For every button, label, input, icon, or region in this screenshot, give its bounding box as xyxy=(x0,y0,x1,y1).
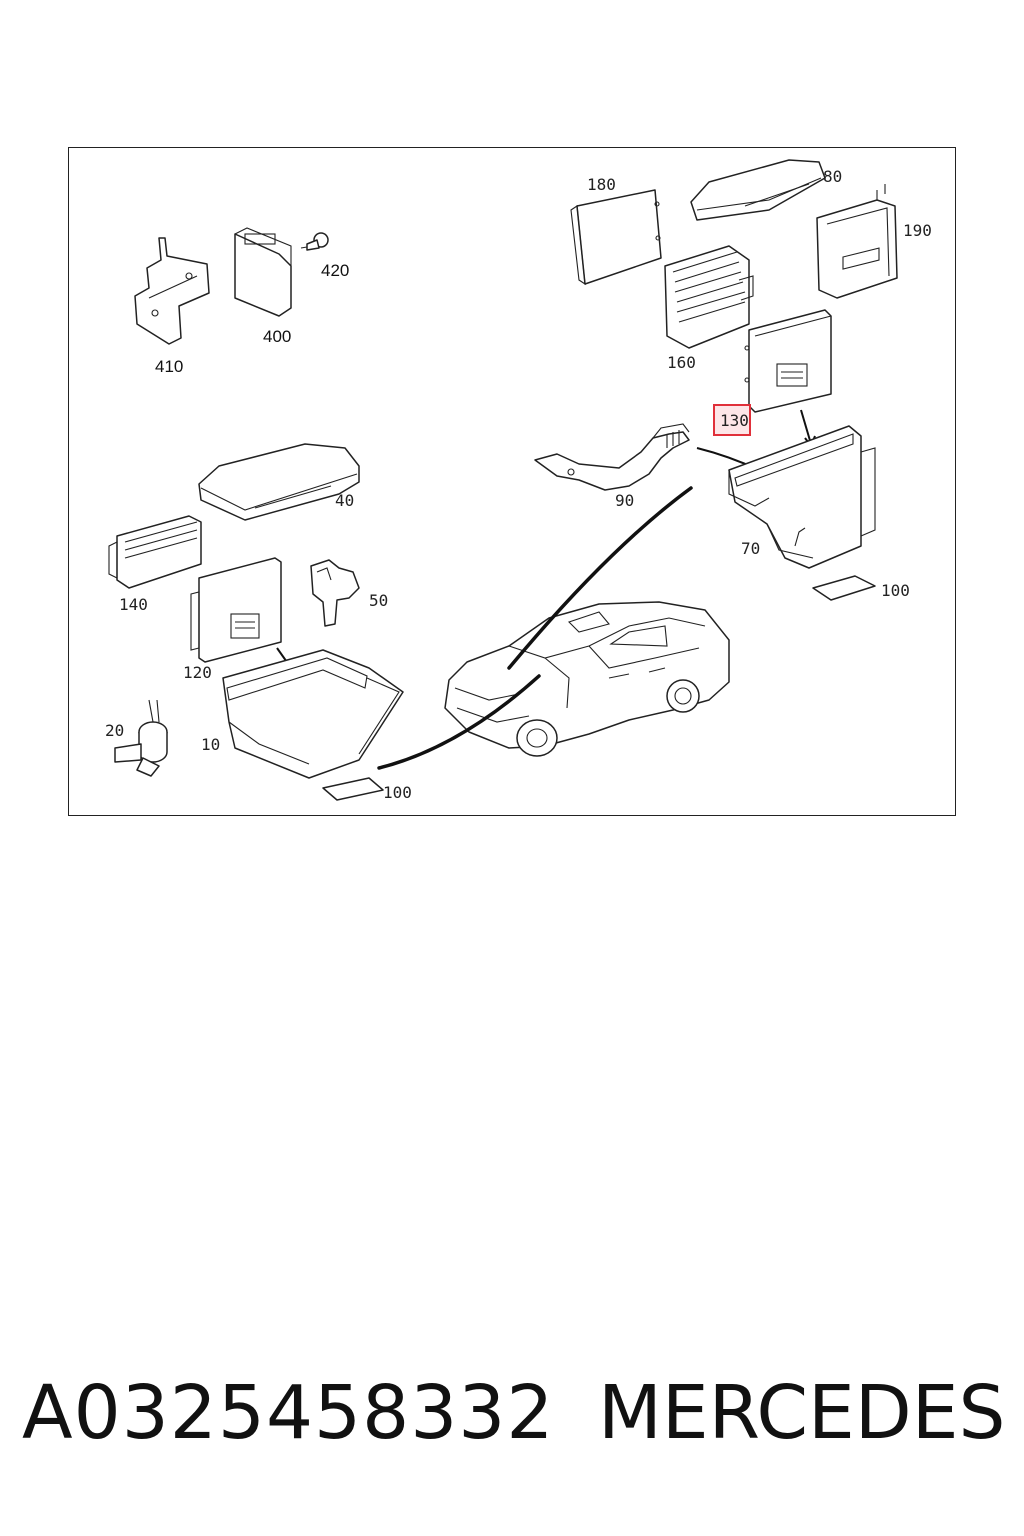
part-20-pump xyxy=(114,699,168,777)
part-190-module xyxy=(816,184,898,299)
callout-190: 190 xyxy=(903,221,932,240)
arrow-130-to-70 xyxy=(800,409,812,445)
callout-10: 10 xyxy=(201,735,220,754)
part-80-cover xyxy=(690,159,826,221)
callout-130-highlight xyxy=(713,404,751,436)
part-10-box xyxy=(222,649,404,779)
part-180-module xyxy=(570,189,662,286)
callout-130: 130 xyxy=(720,411,749,430)
callout-80: 80 xyxy=(823,167,842,186)
callout-420: 420 xyxy=(321,261,349,280)
callout-140: 140 xyxy=(119,595,148,614)
part-400-module xyxy=(234,227,292,317)
part-140-module xyxy=(108,515,202,589)
callout-180: 180 xyxy=(587,175,616,194)
leader-line-to-70 xyxy=(507,486,693,670)
part-120-module xyxy=(190,557,282,663)
callout-160: 160 xyxy=(667,353,696,372)
callout-100-bottom: 100 xyxy=(383,783,412,802)
callout-40: 40 xyxy=(335,491,354,510)
leader-line-to-10 xyxy=(377,674,541,770)
part-100-filter-right xyxy=(812,575,876,601)
part-40-cover xyxy=(198,443,360,521)
brand-name: MERCEDES xyxy=(598,1370,1006,1456)
callout-410: 410 xyxy=(155,357,183,376)
callout-70: 70 xyxy=(741,539,760,558)
parts-diagram: 410 400 420 180 80 xyxy=(105,159,932,802)
part-410-bracket xyxy=(134,237,210,345)
vehicle-illustration xyxy=(444,601,730,757)
part-160-module xyxy=(664,245,754,349)
callout-20: 20 xyxy=(105,721,124,740)
footer: A0325458332 MERCEDES xyxy=(0,1370,1024,1470)
part-70-box xyxy=(728,425,876,569)
part-50-bracket xyxy=(310,559,360,627)
callout-50: 50 xyxy=(369,591,388,610)
callout-100-right: 100 xyxy=(881,581,910,600)
callout-400: 400 xyxy=(263,327,291,346)
part-90-hose xyxy=(534,423,690,491)
part-number: A0325458332 xyxy=(22,1370,555,1456)
parts-diagram-frame: 410 400 420 180 80 xyxy=(68,147,956,816)
callout-90: 90 xyxy=(615,491,634,510)
part-100-filter-bottom xyxy=(322,777,384,801)
part-420-screw xyxy=(300,232,329,251)
part-130-module xyxy=(744,309,832,413)
callout-120: 120 xyxy=(183,663,212,682)
